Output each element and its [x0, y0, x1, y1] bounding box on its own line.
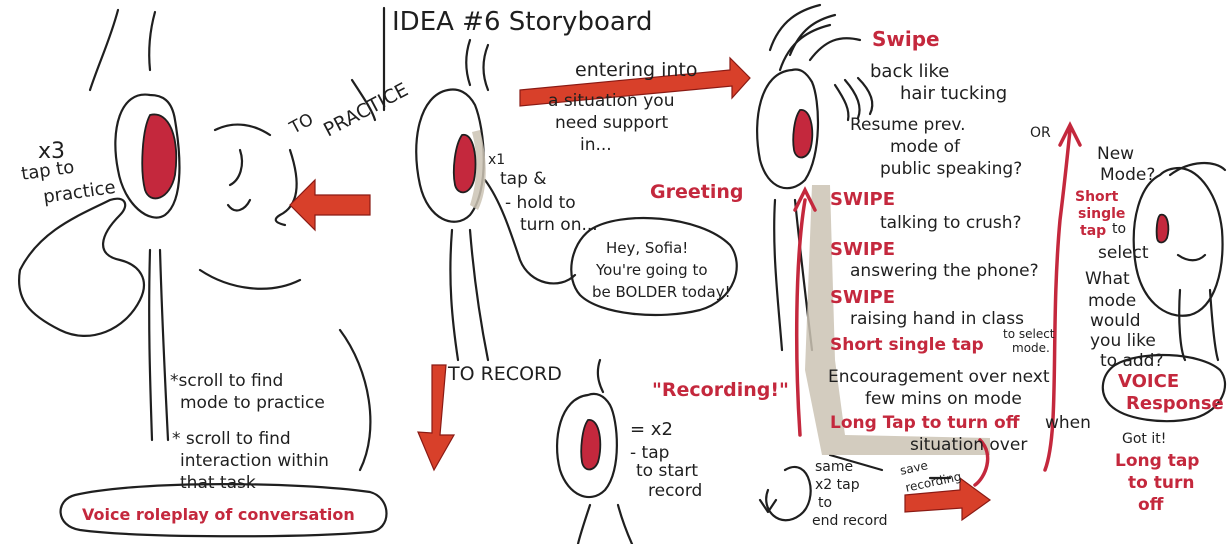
- situation-over-label: situation over: [910, 436, 1027, 455]
- arrow-to-practice: [290, 180, 370, 230]
- entering-into-label: entering into: [575, 60, 698, 81]
- turn-on-label: turn on...: [520, 216, 598, 235]
- swipe-header: Swipe: [872, 28, 940, 50]
- long-tap-off-line1: Long tap: [1115, 452, 1199, 471]
- earbud-3: [581, 420, 600, 470]
- answering-label: answering the phone?: [850, 262, 1039, 281]
- hand-sketch: [19, 199, 144, 336]
- eye-sketch: [215, 125, 270, 135]
- to-end-label: to: [818, 496, 832, 511]
- resume-line1: Resume prev.: [850, 116, 966, 135]
- earbud-1: [142, 114, 176, 198]
- what-label: What: [1085, 270, 1130, 289]
- x2-tap-label: x2 tap: [815, 478, 860, 493]
- speech-line2: You're going to: [596, 262, 708, 279]
- fingers-sketch: [835, 78, 872, 120]
- situation-line3: in...: [580, 136, 612, 155]
- scroll-mode-line1: *scroll to find: [170, 372, 283, 391]
- mode-label-4: mode: [1088, 292, 1136, 311]
- mode-question-label: Mode?: [1100, 166, 1155, 185]
- short-tap-label: Short single tap: [830, 336, 984, 355]
- record-label: record: [648, 482, 702, 501]
- hair-sketch: [770, 5, 860, 70]
- resume-line3: public speaking?: [880, 160, 1022, 179]
- when-label: when: [1045, 414, 1091, 433]
- greeting-label: Greeting: [650, 182, 743, 203]
- scroll-interaction-line3: that task: [180, 474, 256, 493]
- tap-and-label: tap &: [500, 170, 547, 189]
- voice-label: VOICE: [1118, 372, 1179, 392]
- hair-tucking-label: hair tucking: [900, 84, 1007, 104]
- talking-label: talking to crush?: [880, 214, 1022, 233]
- circular-arrow: [766, 467, 810, 520]
- hold-to-label: - hold to: [505, 194, 576, 213]
- mouth-sketch: [200, 270, 300, 289]
- back-like-label: back like: [870, 62, 949, 82]
- new-label: New: [1097, 145, 1134, 164]
- long-tap-label: Long Tap to turn off: [830, 414, 1019, 433]
- earbud-5: [1157, 215, 1169, 243]
- swipe-2-label: SWIPE: [830, 240, 895, 260]
- same-label: same: [815, 460, 853, 475]
- would-label: would: [1090, 312, 1141, 331]
- speech-line1: Hey, Sofia!: [606, 240, 688, 257]
- nose-sketch: [276, 150, 297, 225]
- to-label-4: to: [1112, 222, 1126, 237]
- end-record-label: end record: [812, 514, 888, 529]
- to-record-label: TO RECORD: [448, 364, 562, 385]
- long-tap-off-line3: off: [1138, 496, 1163, 515]
- encouragement-line1: Encouragement over next: [828, 368, 1050, 387]
- speech-line3: be BOLDER today!: [592, 284, 731, 301]
- mode-label: mode.: [1012, 342, 1050, 355]
- swipe-3-label: SWIPE: [830, 288, 895, 308]
- short-label: Short: [1075, 190, 1118, 205]
- situation-line2: need support: [555, 114, 668, 133]
- voice-roleplay-label: Voice roleplay of conversation: [82, 506, 355, 524]
- to-select-label: to select: [1003, 328, 1055, 341]
- you-like-label: you like: [1090, 332, 1156, 351]
- or-label: OR: [1030, 126, 1051, 141]
- scroll-interaction-line2: interaction within: [180, 452, 329, 471]
- encouragement-line2: few mins on mode: [865, 390, 1022, 409]
- scroll-mode-line2: mode to practice: [180, 394, 325, 413]
- tap-label: - tap: [630, 444, 669, 463]
- to-add-label: to add?: [1100, 352, 1164, 371]
- tap-red-label: tap: [1080, 224, 1106, 239]
- swipe-1-label: SWIPE: [830, 190, 895, 210]
- x1-label: x1: [488, 153, 505, 168]
- face-outline: [90, 10, 118, 90]
- response-label: Response: [1126, 394, 1224, 414]
- to-start-label: to start: [636, 462, 698, 481]
- x2-label: = x2: [630, 420, 673, 440]
- got-it-label: Got it!: [1122, 432, 1166, 447]
- situation-line1: a situation you: [548, 92, 674, 111]
- resume-line2: mode of: [890, 138, 960, 157]
- long-tap-off-line2: to turn: [1128, 474, 1194, 493]
- recording-label: "Recording!": [652, 380, 789, 401]
- earbud-2: [454, 135, 476, 193]
- neck-sketch: [149, 250, 152, 440]
- storyboard-title: IDEA #6 Storyboard: [392, 8, 653, 37]
- earbud-4: [793, 110, 812, 158]
- scroll-interaction-line1: * scroll to find: [172, 430, 291, 449]
- select-label: select: [1098, 244, 1149, 263]
- raising-label: raising hand in class: [850, 310, 1024, 329]
